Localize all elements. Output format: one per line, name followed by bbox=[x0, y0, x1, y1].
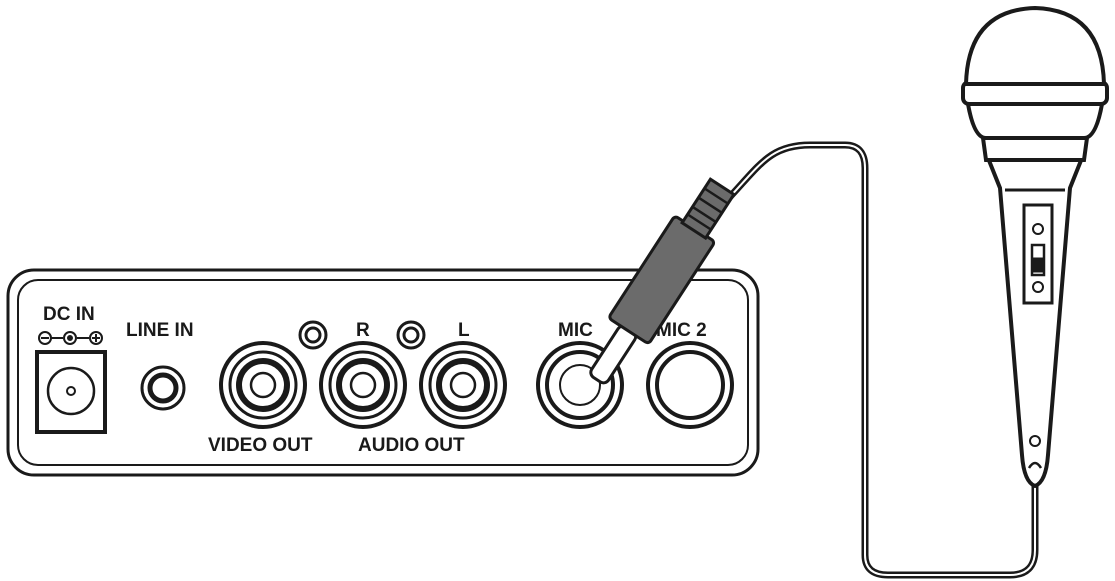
microphone-cable bbox=[723, 141, 1039, 579]
dc-in-jack[interactable] bbox=[35, 350, 107, 434]
audio-out-l-jack[interactable] bbox=[419, 341, 507, 429]
microphone-switch[interactable] bbox=[1022, 203, 1054, 305]
video-out-label: VIDEO OUT bbox=[208, 435, 313, 456]
mic1-jack[interactable] bbox=[536, 341, 624, 429]
audio-out-label: AUDIO OUT bbox=[358, 435, 465, 456]
dc-in-section: DC IN bbox=[35, 304, 107, 434]
indicator-hole-r bbox=[298, 320, 328, 350]
polarity-icon bbox=[38, 331, 103, 345]
device-rear-panel bbox=[6, 268, 760, 477]
line-in-label: LINE IN bbox=[126, 320, 194, 341]
audio-l-label: L bbox=[458, 320, 470, 341]
mic1-label: MIC bbox=[558, 320, 593, 341]
indicator-hole-l bbox=[396, 320, 426, 350]
line-in-section: LINE IN bbox=[126, 320, 194, 411]
mic-plug bbox=[589, 177, 736, 385]
mic2-label: MIC 2 bbox=[656, 320, 707, 341]
video-out-jack[interactable] bbox=[219, 341, 307, 429]
mic2-jack[interactable] bbox=[646, 341, 734, 429]
microphone bbox=[961, 5, 1109, 489]
audio-r-label: R bbox=[356, 320, 370, 341]
microphone-port bbox=[1027, 435, 1043, 469]
audio-out-r-jack[interactable] bbox=[319, 341, 407, 429]
dc-in-label: DC IN bbox=[43, 304, 95, 325]
line-in-jack[interactable] bbox=[140, 365, 186, 411]
